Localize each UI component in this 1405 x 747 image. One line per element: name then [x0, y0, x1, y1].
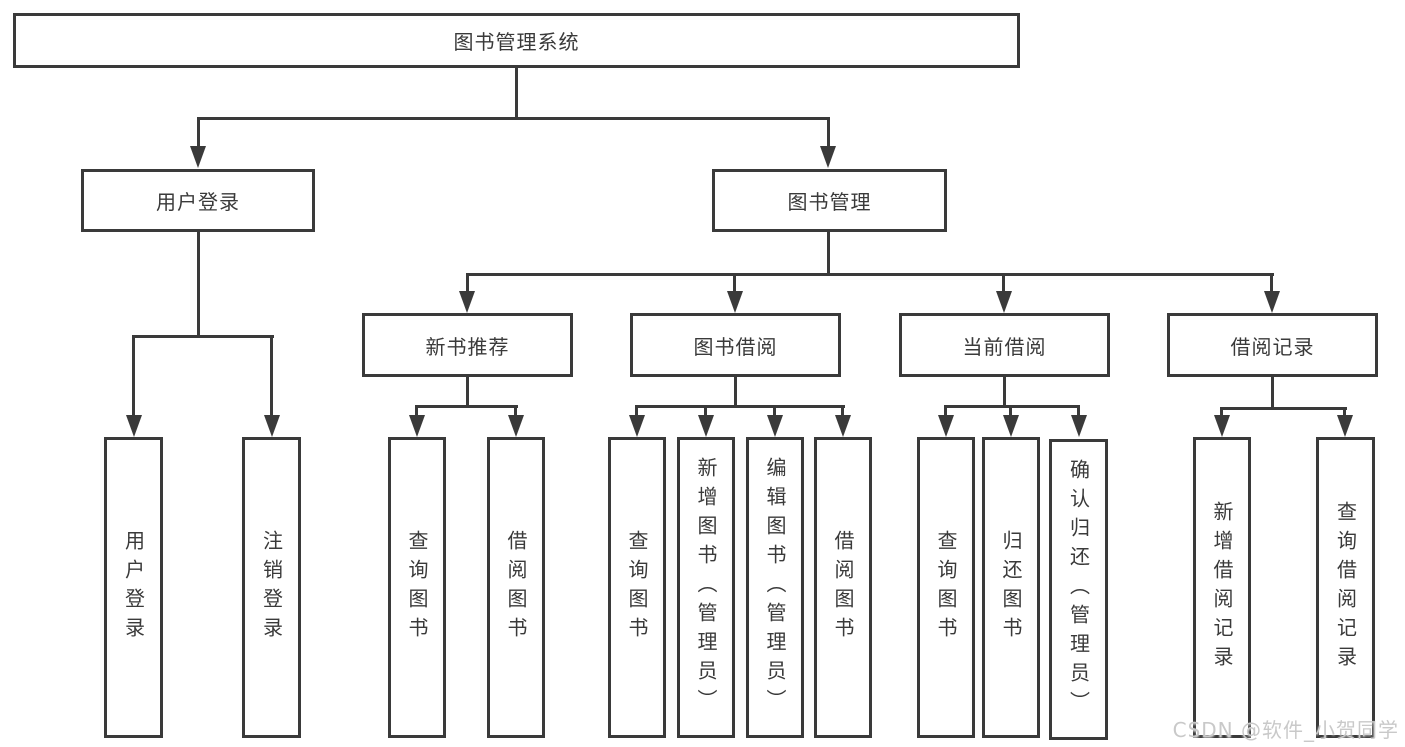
arrow-down-icon	[1337, 415, 1353, 437]
leaf-confirm-return-admin: 确认归还（管理员）	[1049, 439, 1108, 740]
connector-line	[635, 405, 845, 408]
arrow-down-icon	[938, 415, 954, 437]
connector-line	[197, 117, 830, 120]
arrow-down-icon	[459, 291, 475, 313]
connector-line	[270, 335, 273, 417]
leaf-logout: 注销登录	[242, 437, 301, 738]
arrow-down-icon	[835, 415, 851, 437]
node-user-login: 用户登录	[81, 169, 315, 232]
node-label: 确认归还（管理员）	[1066, 459, 1091, 720]
connector-line	[197, 117, 200, 150]
node-label: 用户登录	[121, 529, 146, 646]
leaf-query-books: 查询图书	[917, 437, 975, 738]
node-label: 当前借阅	[962, 334, 1047, 359]
connector-line	[1077, 405, 1080, 419]
connector-line	[704, 405, 707, 419]
connector-line	[132, 335, 274, 338]
leaf-user-login: 用户登录	[104, 437, 163, 738]
leaf-return-books: 归还图书	[982, 437, 1040, 738]
connector-line	[466, 273, 469, 293]
arrow-down-icon	[126, 415, 142, 437]
connector-line	[1002, 273, 1005, 293]
arrow-down-icon	[996, 291, 1012, 313]
arrow-down-icon	[767, 415, 783, 437]
node-label: 借阅图书	[831, 529, 855, 646]
connector-line	[827, 232, 830, 273]
connector-line	[197, 232, 200, 335]
arrow-down-icon	[727, 291, 743, 313]
leaf-query-books: 查询图书	[388, 437, 446, 738]
connector-line	[514, 405, 517, 419]
connector-line	[1220, 407, 1347, 410]
node-new-book-recommendation: 新书推荐	[362, 313, 573, 377]
leaf-edit-book-admin: 编辑图书（管理员）	[746, 437, 804, 738]
connector-line	[773, 405, 776, 419]
node-label: 借阅图书	[504, 529, 528, 646]
arrow-down-icon	[264, 415, 280, 437]
arrow-down-icon	[508, 415, 524, 437]
arrow-down-icon	[698, 415, 714, 437]
arrow-down-icon	[1003, 415, 1019, 437]
csdn-watermark: CSDN @软件_小贺同学	[1172, 718, 1399, 742]
node-label: 图书管理系统	[453, 30, 580, 54]
node-label: 用户登录	[156, 190, 240, 214]
connector-line	[827, 117, 830, 150]
connector-line	[734, 377, 737, 405]
node-label: 注销登录	[259, 529, 284, 646]
connector-line	[1003, 377, 1006, 405]
connector-line	[1271, 377, 1274, 407]
node-label: 查询图书	[405, 529, 429, 646]
node-label: 编辑图书（管理员）	[763, 457, 787, 718]
connector-line	[132, 335, 135, 417]
connector-line	[415, 405, 418, 419]
connector-line	[635, 405, 638, 419]
node-label: 查询图书	[934, 529, 958, 646]
leaf-add-book-admin: 新增图书（管理员）	[677, 437, 735, 738]
node-book-management: 图书管理	[712, 169, 947, 232]
arrow-down-icon	[409, 415, 425, 437]
connector-line	[944, 405, 947, 419]
connector-line	[1009, 405, 1012, 419]
connector-line	[515, 68, 518, 117]
node-label: 新书推荐	[425, 334, 510, 359]
node-label: 归还图书	[999, 529, 1023, 646]
node-label: 图书管理	[787, 190, 872, 214]
connector-line	[415, 405, 518, 408]
connector-line	[1343, 407, 1346, 419]
node-current-borrowing: 当前借阅	[899, 313, 1110, 377]
arrow-down-icon	[629, 415, 645, 437]
connector-line	[944, 405, 1080, 408]
leaf-add-borrow-record: 新增借阅记录	[1193, 437, 1251, 738]
arrow-down-icon	[190, 146, 206, 168]
connector-line	[466, 377, 469, 405]
node-label: 借阅记录	[1230, 334, 1315, 359]
node-root-library-system: 图书管理系统	[13, 13, 1020, 68]
connector-line	[733, 273, 736, 293]
arrow-down-icon	[1214, 415, 1230, 437]
leaf-query-borrow-record: 查询借阅记录	[1316, 437, 1375, 738]
leaf-borrow-books: 借阅图书	[487, 437, 545, 738]
node-book-borrowing: 图书借阅	[630, 313, 841, 377]
arrow-down-icon	[820, 146, 836, 168]
node-borrowing-records: 借阅记录	[1167, 313, 1378, 377]
arrow-down-icon	[1264, 291, 1280, 313]
node-label: 查询图书	[625, 529, 649, 646]
connector-line	[1270, 273, 1273, 293]
leaf-borrow-books: 借阅图书	[814, 437, 872, 738]
node-label: 图书借阅	[693, 334, 778, 359]
node-label: 查询借阅记录	[1333, 500, 1358, 675]
leaf-query-books: 查询图书	[608, 437, 666, 738]
connector-line	[841, 405, 844, 419]
connector-line	[1220, 407, 1223, 419]
connector-line	[466, 273, 1274, 276]
node-label: 新增借阅记录	[1210, 500, 1234, 675]
node-label: 新增图书（管理员）	[694, 457, 718, 718]
arrow-down-icon	[1071, 415, 1087, 437]
